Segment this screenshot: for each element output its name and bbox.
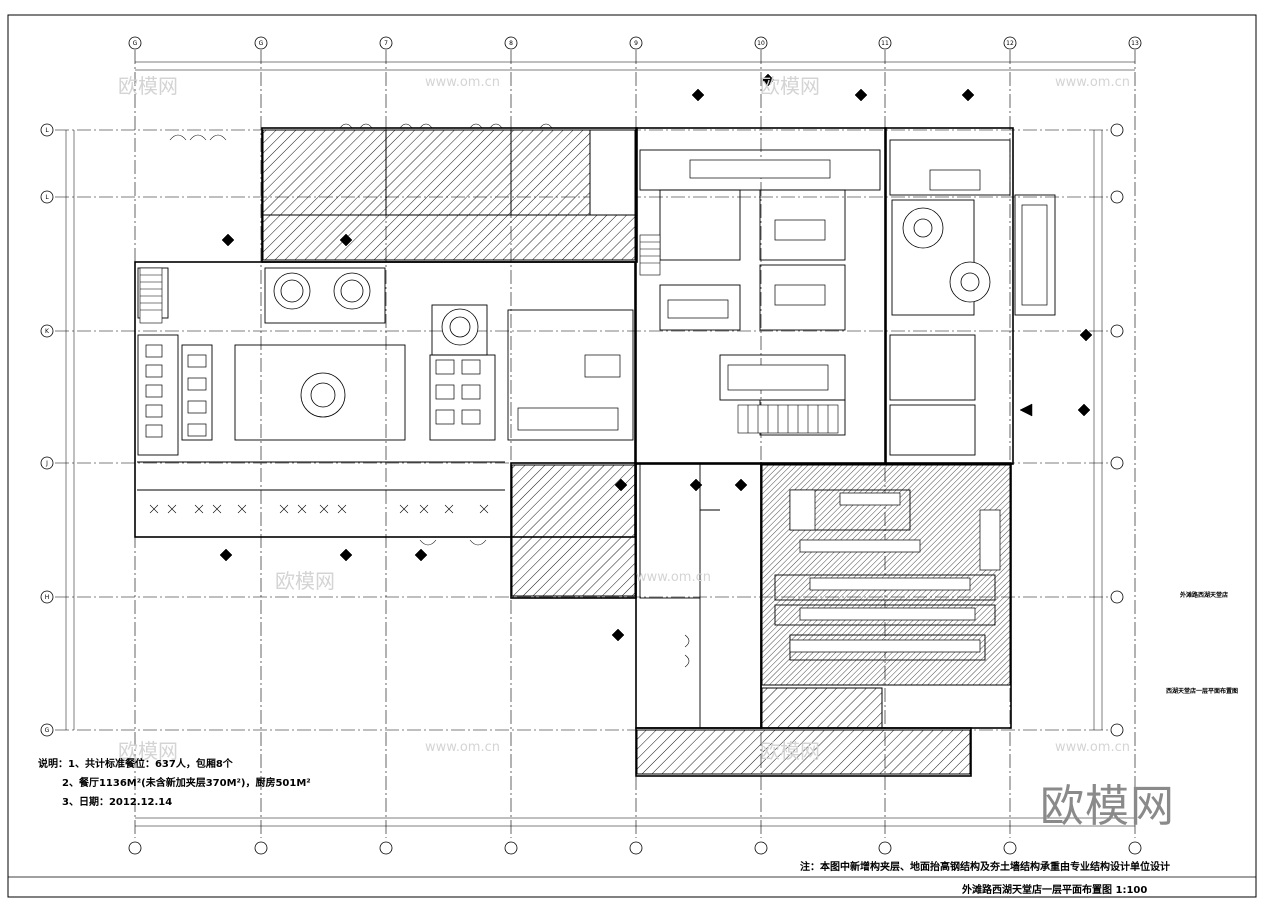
sheet-title: 外滩路西湖天堂店一层平面布置图 1:100	[962, 885, 1148, 896]
side-label: 外滩路西湖天堂店	[1180, 592, 1229, 599]
section-markers	[219, 73, 1093, 642]
storage-hatch	[511, 464, 636, 597]
design-notes: 说明：1、共计标准餐位：637人，包厢8个 2、餐厅1136M²(未含新加夹层3…	[38, 755, 311, 812]
grid-bubbles	[40, 36, 1142, 855]
brand-logo: 欧模网	[1040, 781, 1175, 832]
grid-col-label: 13	[1131, 40, 1139, 47]
grid-col-label: 11	[881, 40, 889, 47]
watermark: 欧模网	[760, 74, 820, 98]
note-line: 说明：1、共计标准餐位：637人，包厢8个	[38, 759, 233, 770]
watermark: www.om.cn	[636, 570, 711, 585]
interior-walls	[137, 139, 1056, 728]
watermark: www.om.cn	[1055, 740, 1130, 755]
grid-row-label: L	[45, 194, 49, 201]
watermark: www.om.cn	[1055, 75, 1130, 90]
grid-col-label: G	[133, 40, 138, 47]
grid-row-label: H	[45, 594, 50, 601]
grid-col-label: G	[259, 40, 264, 47]
grid-col-label: 8	[509, 40, 513, 47]
watermark: 欧模网	[275, 569, 335, 593]
grid-row-label: G	[45, 727, 50, 734]
note-line: 3、日期：2012.12.14	[62, 797, 173, 808]
sheet-border	[7, 14, 1257, 898]
watermark: 欧模网	[760, 739, 820, 763]
window-chairs	[149, 123, 690, 668]
watermark: www.om.cn	[425, 740, 500, 755]
note-line: 2、餐厅1136M²(未含新加夹层370M²)，厨房501M²	[62, 778, 311, 789]
exterior-walls	[134, 127, 1014, 777]
watermark: 欧模网	[118, 74, 178, 98]
basement-hatch	[636, 729, 971, 775]
grid-col-label: 7	[384, 40, 388, 47]
grid-col-label: 9	[634, 40, 638, 47]
grid-row-label: J	[45, 460, 48, 467]
grid-col-label: 10	[757, 40, 765, 47]
watermark: 欧模网	[118, 739, 178, 763]
booth-tables	[145, 159, 1048, 531]
watermark: www.om.cn	[425, 75, 500, 90]
kitchen-equipment	[789, 492, 1001, 653]
grid-col-label: 12	[1006, 40, 1014, 47]
round-tables	[273, 207, 991, 418]
side-label: 西湖天堂店一层平面布置图	[1166, 688, 1239, 695]
dimension-lines	[65, 61, 1135, 827]
private-rooms-hatch	[262, 129, 636, 261]
stairs	[139, 234, 839, 434]
grid-row-label: K	[45, 328, 50, 335]
grid-row-label: L	[45, 127, 49, 134]
structural-note: 注：本图中新增构夹层、地面抬高钢结构及夯土墙结构承重由专业结构设计单位设计	[800, 862, 1170, 873]
